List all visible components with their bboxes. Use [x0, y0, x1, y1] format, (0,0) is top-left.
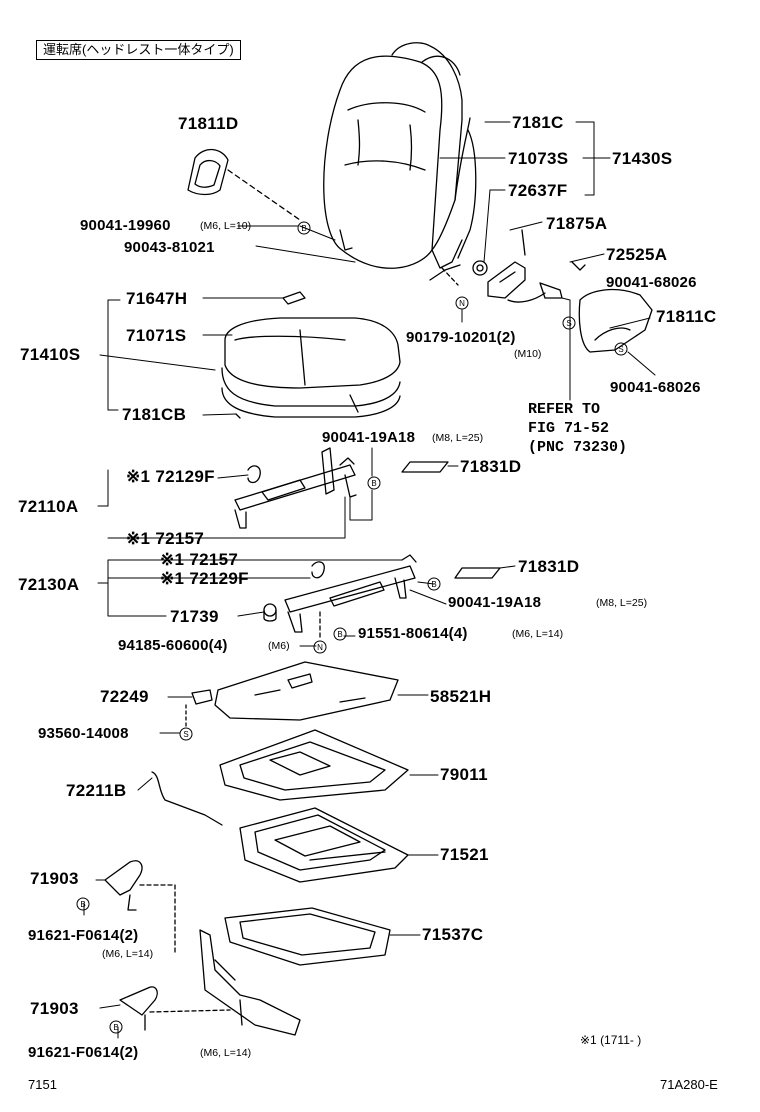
- label-90179-10201-spec: (M10): [514, 348, 542, 360]
- footnote: ※1 (1711- ): [580, 1033, 642, 1047]
- label-71647H[interactable]: 71647H: [126, 289, 188, 308]
- label-71811C[interactable]: 71811C: [656, 307, 717, 326]
- label-71537C[interactable]: 71537C: [422, 925, 484, 944]
- footer-illustration-code: 71A280-E: [660, 1077, 718, 1092]
- label-71430S[interactable]: 71430S: [612, 149, 673, 168]
- label-90043-81021[interactable]: 90043-81021: [124, 239, 215, 256]
- svg-text:B: B: [113, 1023, 118, 1032]
- label-72129F-upper[interactable]: ※1 72129F: [126, 467, 215, 486]
- label-7181CB[interactable]: 7181CB: [122, 405, 187, 424]
- fastener-markers: [76, 221, 628, 1034]
- label-90179-10201[interactable]: 90179-10201(2): [406, 329, 516, 346]
- footer-figure-number: 7151: [28, 1077, 57, 1092]
- svg-text:B: B: [431, 580, 436, 589]
- undercover-58521H-drawing: [185, 661, 399, 729]
- label-71521[interactable]: 71521: [440, 845, 489, 864]
- cover-71811D-drawing: [187, 148, 301, 221]
- label-72157-lower[interactable]: ※1 72157: [160, 550, 239, 569]
- label-72525A[interactable]: 72525A: [606, 245, 668, 264]
- label-71831D-lower[interactable]: 71831D: [518, 557, 580, 576]
- svg-text:B: B: [337, 630, 342, 639]
- svg-text:B: B: [371, 479, 376, 488]
- label-90041-19A18-upper[interactable]: 90041-19A18: [322, 429, 416, 446]
- label-91621-F0614-lower-spec: (M6, L=14): [200, 1047, 252, 1059]
- label-71073S[interactable]: 71073S: [508, 149, 569, 168]
- seat-track-lower-drawing: [263, 554, 501, 641]
- recliner-drawing: [429, 189, 653, 353]
- reference-line-1: REFER TO: [528, 401, 601, 418]
- label-72130A[interactable]: 72130A: [18, 575, 80, 594]
- reference-line-3: (PNC 73230): [528, 439, 628, 456]
- label-71903-upper[interactable]: 71903: [30, 869, 79, 888]
- leader-lines: [83, 121, 656, 1039]
- label-90041-19960[interactable]: 90041-19960: [80, 217, 171, 234]
- label-71811D[interactable]: 71811D: [178, 114, 239, 133]
- svg-text:S: S: [183, 730, 188, 739]
- label-91621-F0614-upper[interactable]: 91621-F0614(2): [28, 927, 139, 944]
- label-72157-upper[interactable]: ※1 72157: [126, 529, 205, 548]
- marker-letters: B N S S B B B N S B B: [80, 224, 623, 1032]
- label-90041-19A18-lower[interactable]: 90041-19A18: [448, 594, 542, 611]
- label-71831D-upper[interactable]: 71831D: [460, 457, 522, 476]
- label-91551-80614-spec: (M6, L=14): [512, 628, 564, 640]
- label-91621-F0614-lower[interactable]: 91621-F0614(2): [28, 1044, 139, 1061]
- diagram-title: 運転席(ヘッドレスト一体タイプ): [36, 40, 241, 60]
- label-71410S[interactable]: 71410S: [20, 345, 81, 364]
- label-91551-80614[interactable]: 91551-80614(4): [358, 625, 468, 642]
- lever-drawing: [104, 860, 301, 1036]
- frame-71537C-drawing: [224, 907, 391, 966]
- seat-track-upper-drawing: [234, 447, 449, 529]
- label-90041-19A18-lower-spec: (M8, L=25): [596, 597, 648, 609]
- label-91621-F0614-upper-spec: (M6, L=14): [102, 948, 154, 960]
- frame-71521-drawing: [239, 807, 409, 883]
- label-94185-60600[interactable]: 94185-60600(4): [118, 637, 228, 654]
- label-94185-60600-spec: (M6): [268, 640, 290, 652]
- label-90041-68026-lower[interactable]: 90041-68026: [610, 379, 701, 396]
- seat-back-drawing: [323, 42, 477, 269]
- svg-text:S: S: [618, 345, 623, 354]
- label-93560-14008[interactable]: 93560-14008: [38, 725, 129, 742]
- label-72249[interactable]: 72249: [100, 687, 149, 706]
- svg-text:N: N: [459, 299, 465, 308]
- reference-line-2[interactable]: FIG 71-52: [528, 420, 610, 437]
- label-79011[interactable]: 79011: [440, 765, 488, 784]
- label-90041-19A18-upper-spec: (M8, L=25): [432, 432, 484, 444]
- svg-text:N: N: [317, 643, 323, 652]
- label-90041-68026-upper[interactable]: 90041-68026: [606, 274, 697, 291]
- seat-cushion-drawing: [221, 291, 401, 419]
- label-58521H[interactable]: 58521H: [430, 687, 492, 706]
- label-71875A[interactable]: 71875A: [546, 214, 608, 233]
- label-7181C[interactable]: 7181C: [512, 113, 564, 132]
- label-90041-19960-spec: (M6, L=10): [200, 220, 252, 232]
- label-72211B[interactable]: 72211B: [66, 781, 127, 800]
- svg-text:B: B: [80, 900, 85, 909]
- svg-text:B: B: [301, 224, 306, 233]
- label-72637F[interactable]: 72637F: [508, 181, 568, 200]
- svg-text:S: S: [566, 319, 571, 328]
- label-71903-lower[interactable]: 71903: [30, 999, 79, 1018]
- label-72129F-lower[interactable]: ※1 72129F: [160, 569, 249, 588]
- label-72110A[interactable]: 72110A: [18, 497, 79, 516]
- label-71739[interactable]: 71739: [170, 607, 219, 626]
- panel-79011-drawing: [151, 729, 409, 826]
- label-71071S[interactable]: 71071S: [126, 326, 187, 345]
